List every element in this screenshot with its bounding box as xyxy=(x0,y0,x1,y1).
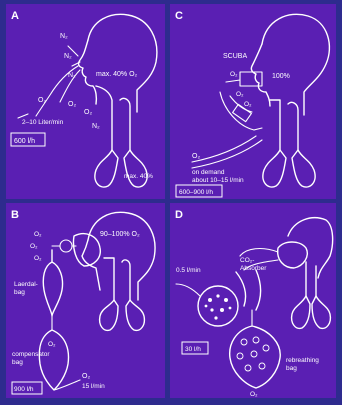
panel-a-letter: A xyxy=(11,10,19,22)
label-b-o2-b: O₂ xyxy=(30,243,38,250)
rate-box-c-text: 600–900 l/h xyxy=(179,189,213,196)
panel-b-letter: B xyxy=(11,209,19,221)
label-a-lung-pct: max. 40% xyxy=(124,173,153,180)
label-a-n2-nose: N₂ xyxy=(68,72,76,79)
label-d-o2: O₂ xyxy=(250,391,258,398)
label-d-rebreathing: rebreathing xyxy=(286,357,319,364)
label-b-bag2: bag xyxy=(12,359,23,366)
label-b-o2-a: O₂ xyxy=(34,231,42,238)
label-b-laerdal: Laerdal- xyxy=(14,281,38,288)
label-c-pct: 100% xyxy=(272,73,290,80)
label-a-o2-a: O₂ xyxy=(38,97,46,104)
label-b-flow: 15 l/min xyxy=(82,383,105,390)
label-c-o2-in: O₂ xyxy=(192,153,200,160)
label-c-about: about 10–15 l/min xyxy=(192,177,244,184)
label-a-max-o2: max. 40% O₂ xyxy=(96,71,138,78)
label-d-bag: bag xyxy=(286,365,297,372)
rate-box-b-text: 900 l/h xyxy=(14,386,34,393)
label-b-o2-in: O₂ xyxy=(82,373,90,380)
label-d-absorber: Absorber xyxy=(240,265,267,272)
label-c-scuba: SCUBA xyxy=(223,53,247,60)
label-a-n2-top: N₂ xyxy=(60,33,68,40)
label-b-bag: bag xyxy=(14,289,25,296)
label-a-flow: 2–10 Liter/min xyxy=(22,119,64,126)
panel-d-letter: D xyxy=(175,209,183,221)
label-b-compensator: compensator xyxy=(12,351,50,358)
rate-box-a-text: 600 l/h xyxy=(14,138,35,145)
panel-b xyxy=(6,203,165,398)
label-b-o2-c: O₂ xyxy=(34,255,42,262)
label-c-o2-a: O₂ xyxy=(230,71,238,78)
label-d-flow: 0.5 l/min xyxy=(176,267,201,274)
panel-d xyxy=(170,203,336,398)
panel-c-letter: C xyxy=(175,10,183,22)
label-a-o2-c: O₂ xyxy=(84,109,92,116)
label-c-o2-c: O₂ xyxy=(244,101,252,108)
label-a-n2-mid: N₂ xyxy=(64,53,72,60)
label-c-demand: on demand xyxy=(192,169,225,176)
label-d-co2: CO₂- xyxy=(240,257,254,264)
label-b-pct: 90–100% O₂ xyxy=(100,231,140,238)
rate-box-d-text: 30 l/h xyxy=(185,346,201,353)
panel-a xyxy=(6,4,165,199)
label-a-o2-b: O₂ xyxy=(68,101,76,108)
label-b-o2-bag: O₂ xyxy=(48,341,56,348)
label-a-n2-bottom: N₂ xyxy=(92,123,100,130)
label-c-o2-b: O₂ xyxy=(236,91,244,98)
